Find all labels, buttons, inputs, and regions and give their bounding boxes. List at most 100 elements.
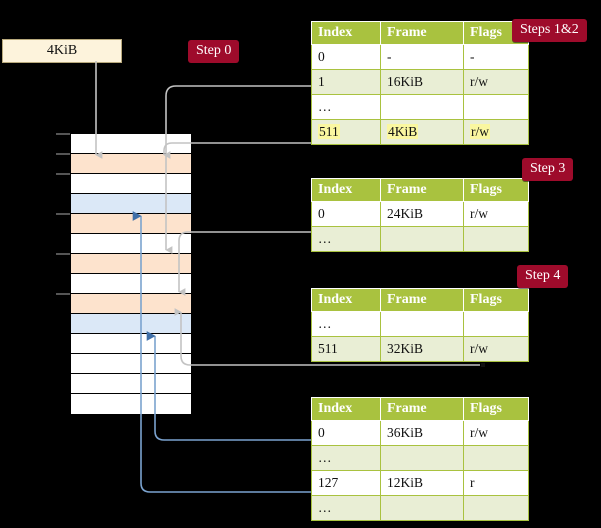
source-frame-box: 4KiB bbox=[2, 39, 122, 63]
memory-frame-row bbox=[71, 354, 191, 374]
table-cell-index: … bbox=[311, 94, 381, 120]
table-cell-frame: 24KiB bbox=[380, 201, 464, 227]
memory-frame-row bbox=[71, 274, 191, 294]
table-cell-index: … bbox=[311, 226, 381, 252]
table-cell-flags bbox=[463, 226, 529, 252]
memory-frame-row bbox=[71, 374, 191, 394]
memory-frame-row bbox=[71, 334, 191, 354]
table-row: … bbox=[311, 94, 529, 120]
table-cell-flags: r/w bbox=[463, 119, 529, 145]
memory-row-tick bbox=[56, 153, 70, 155]
memory-frame-row bbox=[71, 154, 191, 174]
table-cell-index: 0 bbox=[311, 44, 381, 70]
table-cell-frame: 16KiB bbox=[380, 69, 464, 95]
table-cell-flags: r/w bbox=[463, 336, 529, 362]
table-cell-frame bbox=[380, 226, 464, 252]
table-cell-index: 511 bbox=[311, 119, 381, 145]
step-badge-label: Step 4 bbox=[525, 268, 561, 283]
table-cell-index: … bbox=[311, 445, 381, 471]
step-badge-step3: Step 3 bbox=[522, 158, 574, 181]
memory-row-tick bbox=[56, 253, 70, 255]
table-row: 511 4KiB r/w bbox=[311, 119, 529, 145]
memory-row-tick bbox=[56, 133, 70, 135]
memory-frame-row bbox=[71, 314, 191, 334]
column-header-frame: Frame bbox=[380, 21, 464, 45]
table-row: … bbox=[311, 311, 529, 337]
memory-frame-row bbox=[71, 254, 191, 274]
step-badge-label: Step 3 bbox=[530, 161, 566, 176]
memory-frame-row bbox=[71, 134, 191, 154]
column-header-frame: Frame bbox=[380, 397, 464, 421]
step-badge-steps1and2: Steps 1&2 bbox=[512, 19, 587, 42]
table-row: … bbox=[311, 495, 529, 521]
table-cell-frame bbox=[380, 94, 464, 120]
table-row: … bbox=[311, 226, 529, 252]
step-badge-label: Steps 1&2 bbox=[520, 22, 579, 37]
memory-row-tick bbox=[56, 173, 70, 175]
table-cell-index: 127 bbox=[311, 470, 381, 496]
table-cell-flags: r bbox=[463, 470, 529, 496]
table-cell-index: … bbox=[311, 311, 381, 337]
highlighted-value: 511 bbox=[318, 124, 340, 139]
table-cell-frame bbox=[380, 495, 464, 521]
memory-row-tick bbox=[56, 213, 70, 215]
memory-frame-row bbox=[71, 194, 191, 214]
memory-frame-row bbox=[71, 294, 191, 314]
physical-memory-column bbox=[70, 133, 191, 414]
column-header-frame: Frame bbox=[380, 288, 464, 312]
column-header-index: Index bbox=[311, 288, 381, 312]
step-badge-step0: Step 0 bbox=[188, 40, 240, 63]
table-cell-flags: r/w bbox=[463, 69, 529, 95]
table-cell-index: 0 bbox=[311, 420, 381, 446]
table-cell-frame: 4KiB bbox=[380, 119, 464, 145]
table-cell-index: 1 bbox=[311, 69, 381, 95]
column-header-flags: Flags bbox=[463, 397, 529, 421]
table-row: … bbox=[311, 445, 529, 471]
memory-frame-row bbox=[71, 174, 191, 194]
table-cell-index: 0 bbox=[311, 201, 381, 227]
table-cell-flags: r/w bbox=[463, 201, 529, 227]
table-cell-frame: 36KiB bbox=[380, 420, 464, 446]
memory-frame-row bbox=[71, 234, 191, 254]
column-header-frame: Frame bbox=[380, 178, 464, 202]
memory-frame-row bbox=[71, 214, 191, 234]
column-header-flags: Flags bbox=[463, 178, 529, 202]
table-row: 0-- bbox=[311, 44, 529, 70]
memory-frame-row bbox=[71, 394, 191, 414]
table-cell-flags bbox=[463, 311, 529, 337]
step-badge-step4: Step 4 bbox=[517, 265, 569, 288]
column-header-flags: Flags bbox=[463, 288, 529, 312]
table-cell-index: 511 bbox=[311, 336, 381, 362]
table-cell-flags bbox=[463, 94, 529, 120]
step-badge-label: Step 0 bbox=[196, 43, 232, 58]
table-cell-frame bbox=[380, 311, 464, 337]
table-cell-frame: 12KiB bbox=[380, 470, 464, 496]
memory-row-tick bbox=[56, 293, 70, 295]
column-header-index: Index bbox=[311, 397, 381, 421]
highlighted-value: r/w bbox=[470, 124, 490, 139]
table-cell-flags: r/w bbox=[463, 420, 529, 446]
table-cell-frame bbox=[380, 445, 464, 471]
table-cell-flags: - bbox=[463, 44, 529, 70]
table-cell-index: … bbox=[311, 495, 381, 521]
source-frame-label: 4KiB bbox=[46, 43, 78, 58]
highlighted-value: 4KiB bbox=[387, 124, 419, 139]
table-cell-frame: - bbox=[380, 44, 464, 70]
table-cell-flags bbox=[463, 445, 529, 471]
column-header-index: Index bbox=[311, 21, 381, 45]
table-cell-frame: 32KiB bbox=[380, 336, 464, 362]
